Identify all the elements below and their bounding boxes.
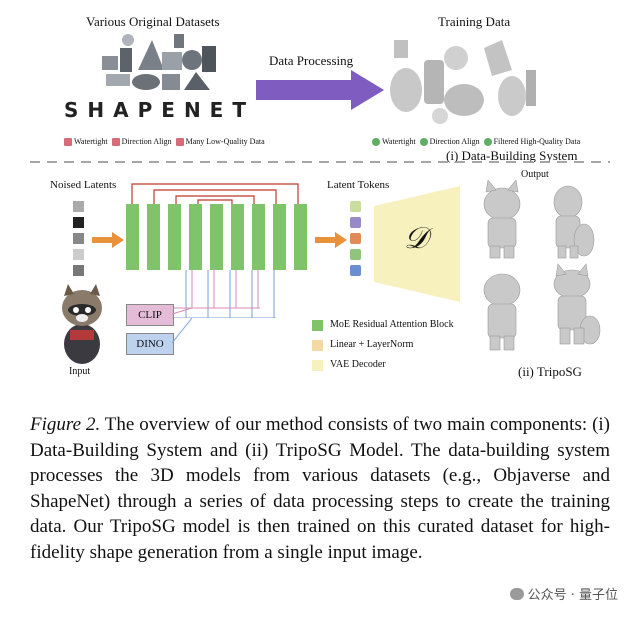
noised-latent-square bbox=[73, 217, 84, 228]
legend-label: MoE Residual Attention Block bbox=[330, 319, 454, 330]
watermark-text: 公众号 · 量子位 bbox=[527, 588, 618, 603]
output-label: Output bbox=[521, 169, 549, 180]
bad-tag-direction: Direction Align bbox=[121, 137, 172, 146]
moe-attention-block bbox=[210, 204, 223, 270]
latent-token-square bbox=[350, 233, 361, 244]
dataset-collage-image bbox=[102, 34, 216, 90]
legend-label: VAE Decoder bbox=[330, 359, 386, 370]
moe-attention-block bbox=[147, 204, 160, 270]
noised-latent-square bbox=[73, 201, 84, 212]
shapenet-logo: SHAPENET bbox=[64, 98, 255, 122]
triposg-section-label: (ii) TripoSG bbox=[518, 364, 582, 379]
check-icon bbox=[372, 138, 380, 147]
latent-token-square bbox=[350, 201, 361, 212]
legend-label: Linear + LayerNorm bbox=[330, 339, 414, 350]
data-processing-label: Data Processing bbox=[269, 53, 354, 68]
decoder-symbol: 𝒟 bbox=[404, 222, 428, 255]
data-processing-arrow bbox=[256, 70, 384, 110]
clip-dino-connectors bbox=[172, 307, 193, 344]
legend-swatch bbox=[312, 320, 323, 331]
check-icon bbox=[419, 138, 428, 147]
latent-token-square bbox=[350, 217, 361, 228]
moe-attention-block bbox=[168, 204, 181, 270]
legend-swatch bbox=[312, 340, 323, 351]
figure-caption: Figure 2. The overview of our method con… bbox=[30, 412, 610, 565]
wechat-icon bbox=[509, 588, 524, 600]
x-icon bbox=[64, 138, 72, 147]
good-tags: Watertight Direction Align Filtered High… bbox=[372, 137, 581, 147]
caption-text: The overview of our method consists of t… bbox=[30, 414, 610, 563]
noised-latents-label: Noised Latents bbox=[50, 179, 117, 191]
good-tag-watertight: Watertight bbox=[382, 137, 416, 146]
noised-latent-square bbox=[73, 265, 84, 276]
moe-attention-block bbox=[273, 204, 286, 270]
green-block-group bbox=[126, 204, 307, 270]
x-icon bbox=[175, 138, 184, 147]
figure-label: Figure 2. bbox=[30, 414, 101, 435]
noised-latent-square bbox=[73, 233, 84, 244]
bad-tag-watertight: Watertight bbox=[74, 137, 108, 146]
moe-attention-block bbox=[126, 204, 139, 270]
transformer-blocks bbox=[126, 183, 307, 318]
moe-attention-block bbox=[252, 204, 265, 270]
latent-tokens-label: Latent Tokens bbox=[327, 179, 390, 191]
clip-encoder-box: CLIP bbox=[126, 304, 174, 326]
legend-swatch bbox=[312, 360, 323, 371]
good-tag-direction: Direction Align bbox=[429, 137, 480, 146]
moe-attention-block bbox=[189, 204, 202, 270]
condition-lines bbox=[174, 270, 276, 318]
x-icon bbox=[111, 138, 120, 147]
skip-connections bbox=[131, 183, 299, 204]
dino-encoder-box: DINO bbox=[126, 333, 174, 355]
moe-attention-block bbox=[294, 204, 307, 270]
latent-token-square bbox=[350, 265, 361, 276]
vae-decoder-shape bbox=[374, 186, 460, 302]
wechat-watermark: 公众号 · 量子位 bbox=[509, 584, 618, 603]
good-tag-quality: Filtered High-Quality Data bbox=[493, 137, 581, 146]
training-data-title: Training Data bbox=[438, 14, 511, 29]
input-raccoon-image bbox=[62, 284, 102, 364]
section-divider bbox=[30, 161, 610, 163]
output-meshes-image bbox=[483, 180, 601, 351]
check-icon bbox=[483, 138, 492, 147]
original-datasets-title: Various Original Datasets bbox=[86, 14, 220, 29]
input-label: Input bbox=[69, 366, 91, 377]
data-building-section-label: (i) Data-Building System bbox=[446, 148, 578, 163]
latent-token-square bbox=[350, 249, 361, 260]
noised-latent-square bbox=[73, 249, 84, 260]
training-data-image bbox=[390, 40, 536, 124]
orange-arrow-right bbox=[315, 232, 347, 248]
bad-tags: Watertight Direction Align Many Low-Qual… bbox=[64, 137, 265, 147]
moe-attention-block bbox=[231, 204, 244, 270]
orange-arrow-left bbox=[92, 232, 124, 248]
bad-tag-quality: Many Low-Quality Data bbox=[185, 137, 265, 146]
